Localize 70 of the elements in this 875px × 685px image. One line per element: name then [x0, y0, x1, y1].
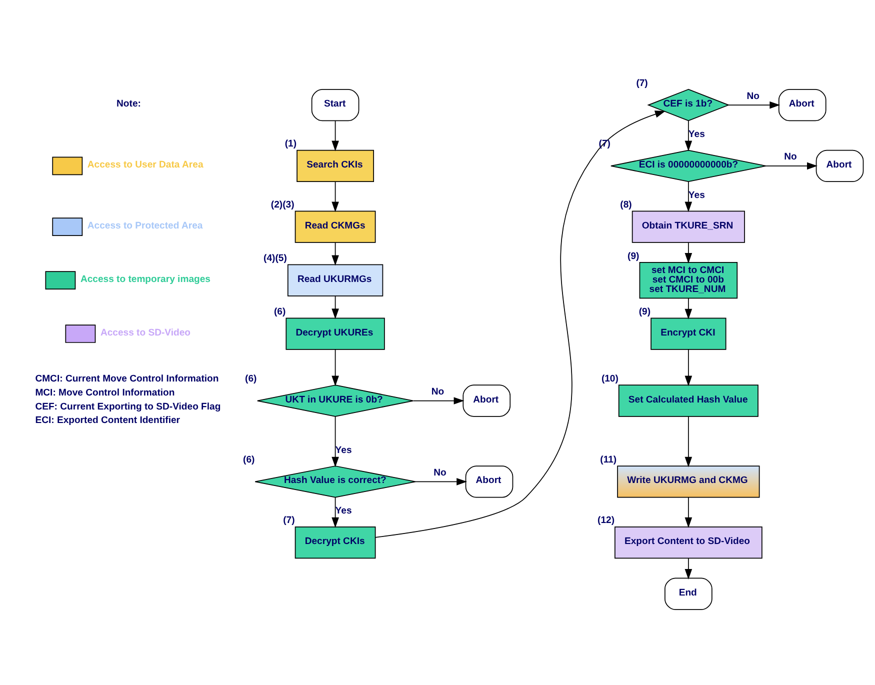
- arrow: [684, 181, 692, 212]
- node-label: (6): [245, 373, 257, 384]
- label: CMCI: Current Move Control Information: [35, 373, 219, 384]
- arrow: [332, 296, 339, 320]
- edge-label: No: [431, 386, 444, 398]
- arrow: [728, 101, 780, 109]
- node-box: set MCI to CMCI set CMCI to 00b set TKURE_NUM: [639, 262, 738, 299]
- node-box: Read UKURMGs: [287, 264, 384, 296]
- node-label: (7): [636, 78, 648, 89]
- arrow: [684, 349, 692, 386]
- node-box: Decrypt UKUREs: [286, 318, 385, 350]
- node-label: (2)(3): [270, 200, 294, 211]
- node-box: Obtain TKURE_SRN: [632, 210, 745, 243]
- node-label: (7): [283, 515, 295, 526]
- arrow: [684, 416, 692, 468]
- node-label: (9): [638, 306, 651, 318]
- node-diamond: UKT in UKURE is 0b?: [256, 384, 414, 417]
- node-label: (6): [274, 306, 286, 318]
- arrow: [332, 181, 339, 212]
- edge-label: Yes: [335, 506, 352, 517]
- label: CEF: Current Exporting to SD-Video Flag: [35, 401, 221, 412]
- arrow: [415, 478, 468, 486]
- node-label: (8): [620, 200, 632, 211]
- label: Note:: [116, 98, 141, 110]
- node-box: Write UKURMG and CKMG: [617, 466, 760, 498]
- node-label: (4)(5): [264, 253, 287, 264]
- node-box: Abort: [465, 466, 514, 498]
- arrow: [684, 120, 692, 152]
- node-label: (9): [628, 250, 640, 262]
- arrow: [412, 397, 464, 404]
- node-label: (6): [243, 454, 255, 466]
- edge-label: No: [434, 467, 446, 478]
- arrow: [332, 120, 339, 152]
- arrow: [765, 162, 818, 170]
- node-box: Abort: [462, 384, 511, 417]
- node-box: Read CKMGs: [294, 210, 376, 243]
- node-box: Search CKIs: [296, 150, 374, 182]
- node-box: End: [664, 578, 712, 610]
- arrow: [684, 298, 692, 320]
- node-box: Abort: [778, 88, 826, 122]
- node-label: (1): [284, 138, 297, 150]
- arrow: [375, 110, 666, 538]
- legend-label: Access to User Data Area: [87, 160, 204, 170]
- label: ECI: Exported Content Identifier: [35, 415, 180, 426]
- edge-label: Yes: [335, 444, 352, 456]
- node-box: Set Calculated Hash Value: [618, 384, 758, 417]
- node-box: Export Content to SD-Video: [614, 526, 762, 559]
- node-diamond: ECI is 00000000000b?: [610, 150, 766, 182]
- node-box: Abort: [816, 150, 864, 182]
- node-box: Encrypt CKI: [650, 318, 726, 350]
- edge-label: No: [784, 152, 797, 163]
- edge-label: No: [746, 90, 760, 102]
- node-diamond: Hash Value is correct?: [254, 466, 416, 498]
- arrow: [684, 497, 692, 528]
- node-box: Decrypt CKIs: [294, 526, 376, 559]
- arrow: [332, 416, 339, 468]
- node-box: Start: [311, 88, 360, 122]
- node-diamond: CEF is 1b?: [647, 88, 730, 122]
- legend-label: Access to SD-Video: [100, 327, 190, 338]
- arrow: [684, 558, 692, 580]
- legend-label: Access to Protected Area: [87, 220, 203, 232]
- arrow: [332, 242, 339, 266]
- legend-label: Access to temporary images: [80, 274, 210, 285]
- arrow: [684, 242, 692, 264]
- node-label: (11): [600, 454, 617, 466]
- node-label: (12): [598, 515, 615, 526]
- node-label: (10): [601, 373, 618, 384]
- arrow: [332, 497, 339, 528]
- label: MCI: Move Control Information: [35, 387, 175, 398]
- arrow: [332, 349, 339, 386]
